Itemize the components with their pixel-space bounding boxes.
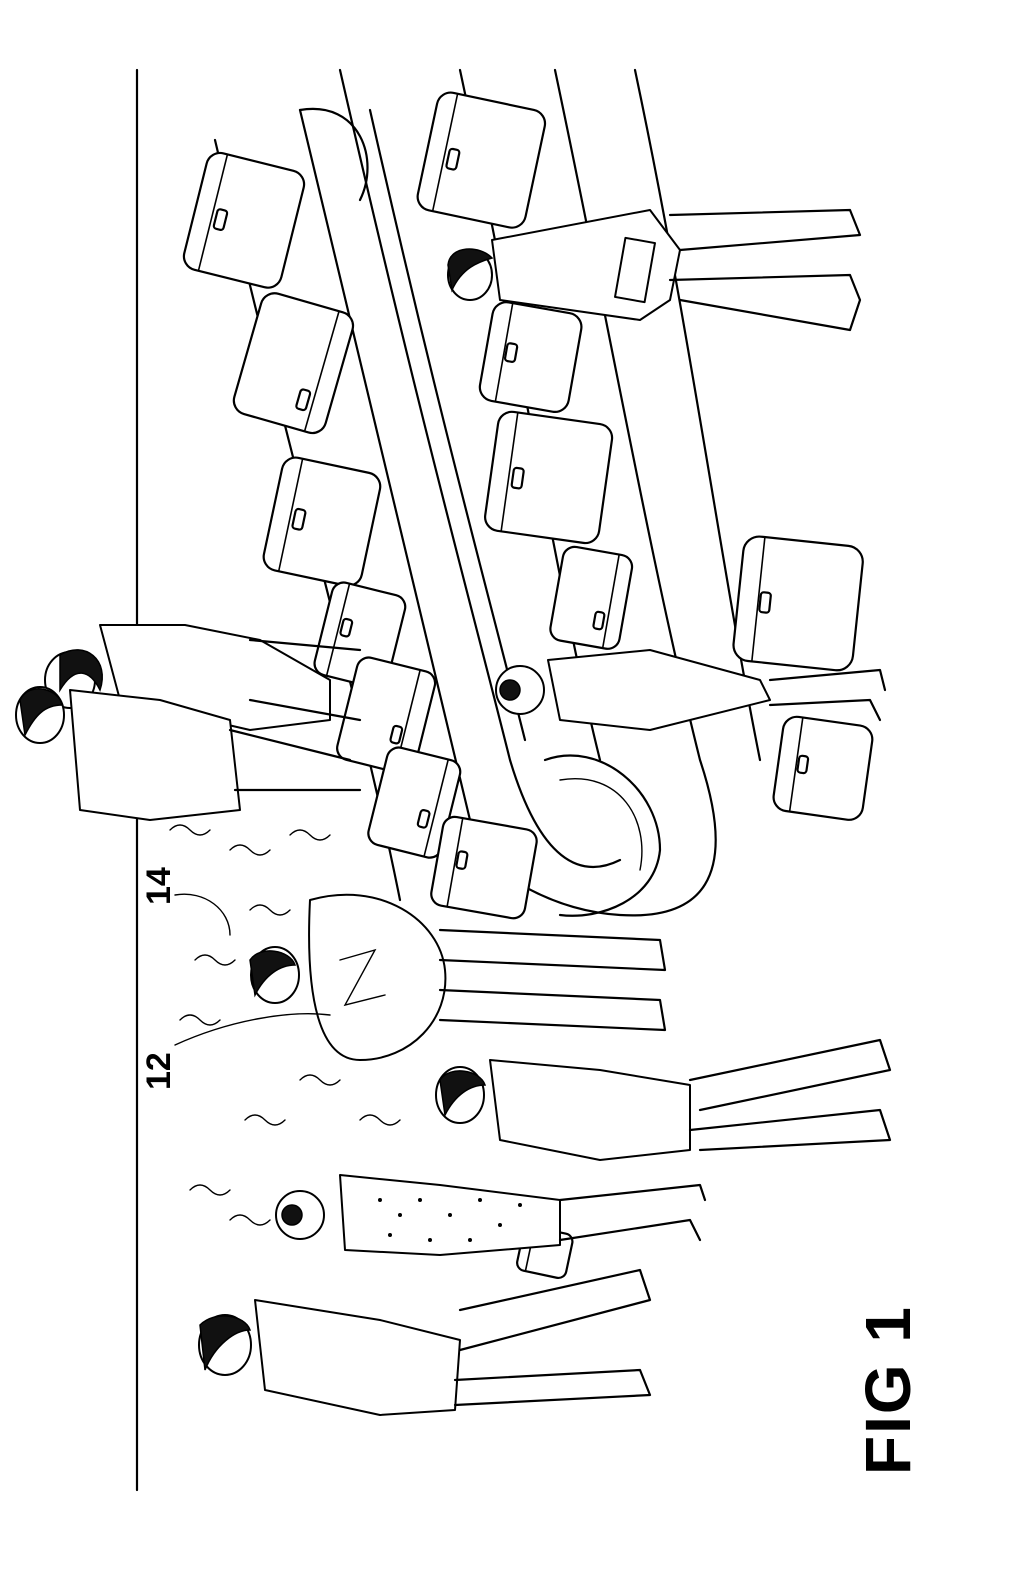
- suitcase: [772, 715, 874, 821]
- reference-numeral-12: 12: [140, 1052, 178, 1090]
- suitcase: [732, 535, 864, 672]
- reference-numeral-14: 14: [140, 867, 178, 905]
- leader-line-14: [174, 893, 231, 936]
- person-with-bag: [249, 893, 667, 1061]
- suitcase: [430, 815, 538, 920]
- suitcase: [478, 301, 583, 413]
- motion-lines: [169, 824, 401, 1226]
- person: [275, 1174, 707, 1256]
- suitcase: [182, 151, 306, 289]
- person: [447, 208, 862, 332]
- person: [495, 649, 887, 731]
- person: [15, 686, 362, 821]
- person: [435, 1038, 892, 1161]
- figure-caption: FIG 1: [852, 1305, 924, 1475]
- suitcase: [484, 410, 614, 545]
- suitcase: [549, 545, 634, 650]
- suitcase: [262, 456, 382, 587]
- people: [15, 208, 892, 1416]
- leader-line-12: [174, 1013, 331, 1046]
- suitcases: [182, 91, 874, 1280]
- person: [198, 1268, 652, 1416]
- suitcase: [232, 292, 355, 435]
- suitcase: [416, 91, 547, 229]
- suitcase: [367, 746, 462, 859]
